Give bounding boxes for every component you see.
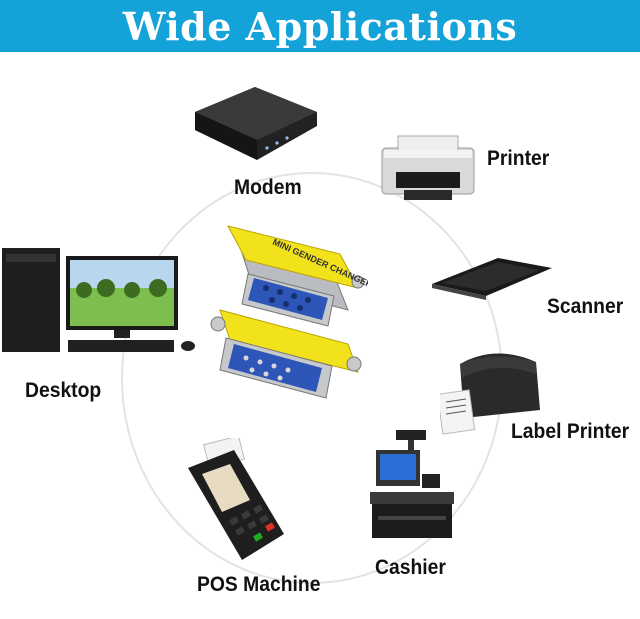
printer-label: Printer <box>487 147 550 170</box>
page-title: Wide Applications <box>122 3 518 49</box>
scanner-image <box>432 258 552 300</box>
modem-label: Modem <box>234 176 302 199</box>
pos-machine-label: POS Machine <box>197 573 321 596</box>
cashier-label: Cashier <box>375 556 446 579</box>
desktop-label: Desktop <box>25 379 102 402</box>
pos-machine-image <box>188 438 284 560</box>
label-printer-image <box>440 353 540 435</box>
modem-image <box>195 87 317 160</box>
gender-changer-adapter: MINI GENDER CHANGER <box>210 225 368 399</box>
label-printer-label: Label Printer <box>511 420 630 443</box>
cashier-image <box>370 430 454 538</box>
printer-image <box>381 135 475 200</box>
title-banner: Wide Applications <box>0 0 640 52</box>
scanner-label: Scanner <box>547 295 624 318</box>
desktop-image <box>2 248 195 352</box>
